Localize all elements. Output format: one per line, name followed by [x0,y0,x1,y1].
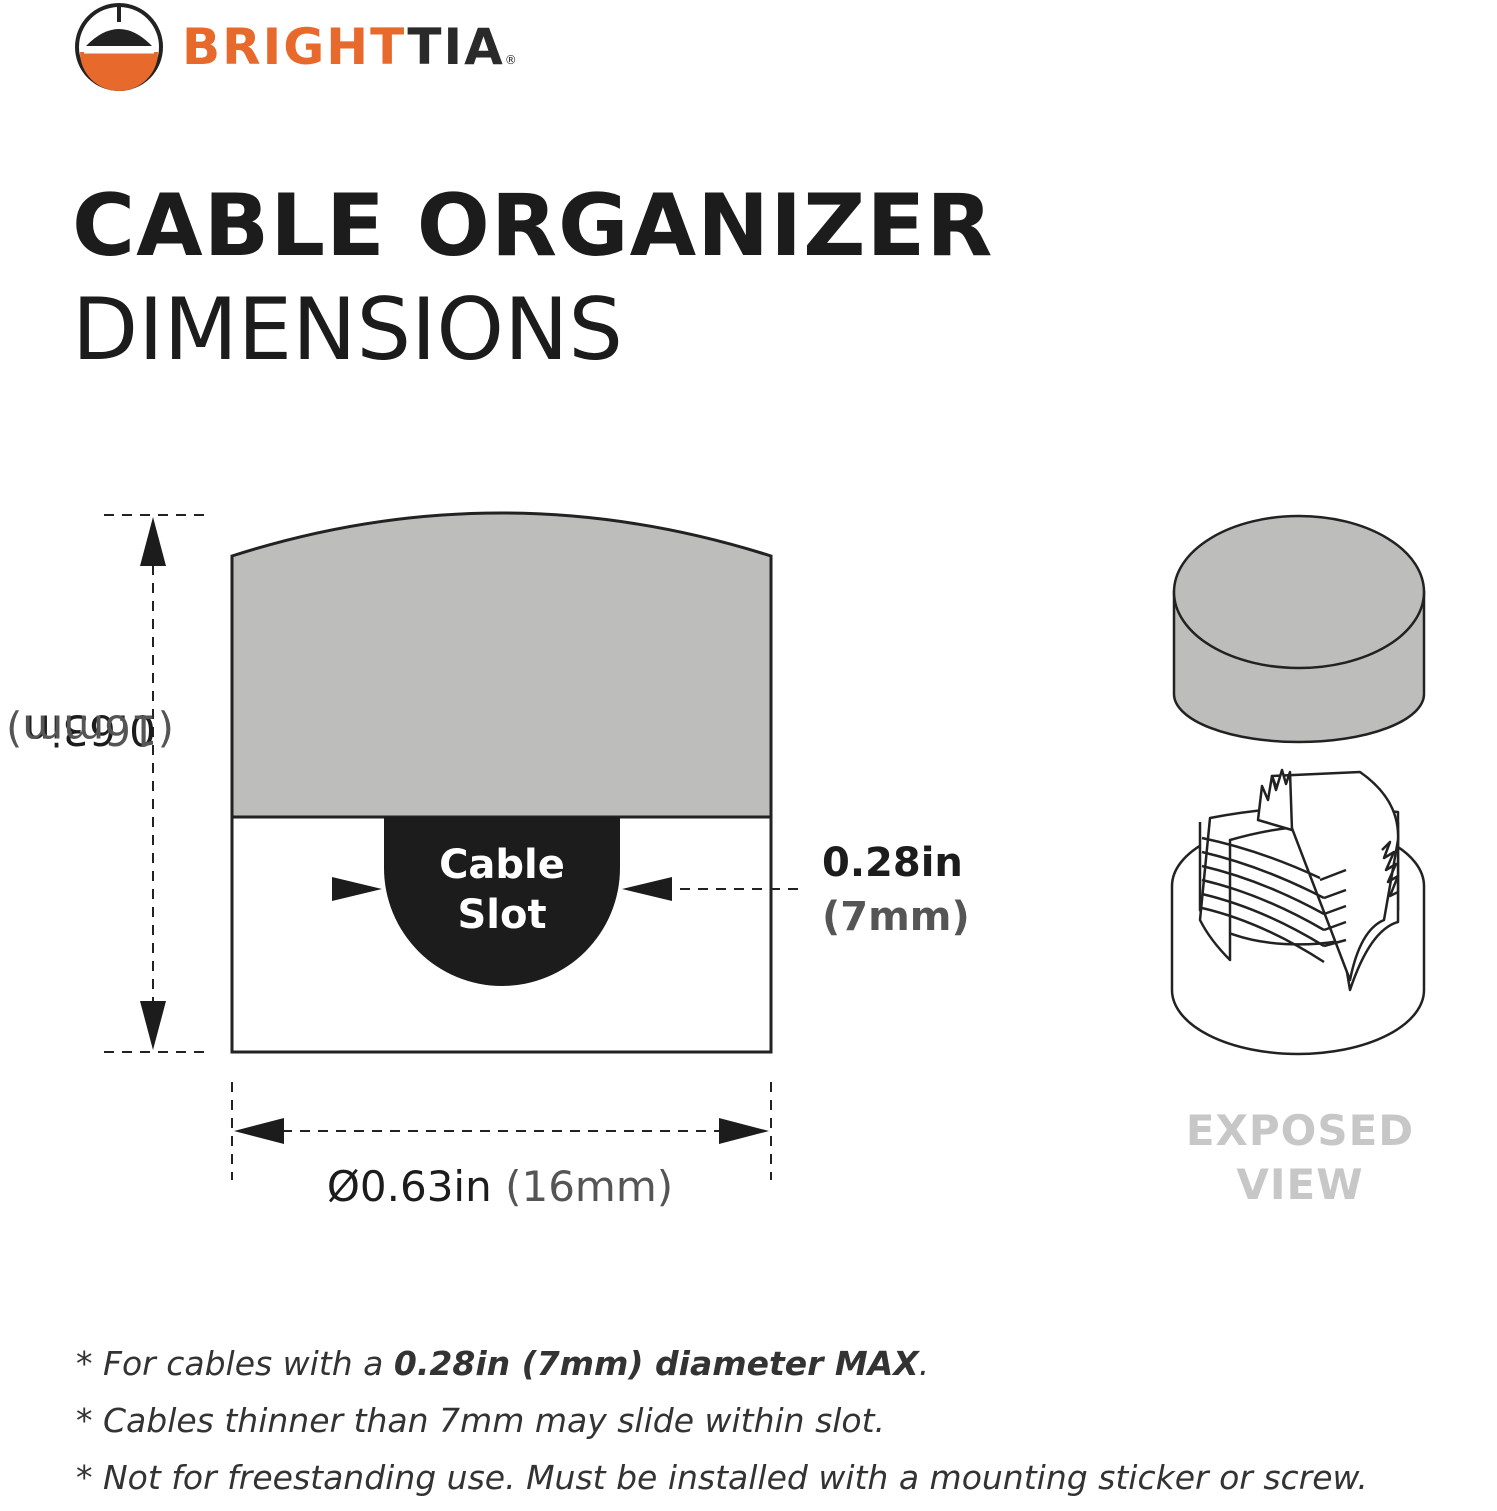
exposed-base [1170,768,1426,1056]
page-subtitle: DIMENSIONS [72,280,624,380]
slot-width-mm: (7mm) [822,894,970,940]
width-arrow-left [234,1118,284,1144]
footnotes: * For cables with a 0.28in (7mm) diamete… [76,1340,1476,1511]
exposed-cap [1172,514,1426,744]
slot-width-label: 0.28in (7mm) [822,836,970,944]
height-arrow-bottom [140,1001,166,1050]
exposed-line2: VIEW [1236,1160,1364,1209]
pendant-lamp-icon [75,3,163,91]
dimension-diagram [0,480,1497,1260]
brand-logo: BRIGHTTIA® [74,2,544,92]
note-suffix: . [918,1344,930,1383]
diagram-drawing [104,511,1426,1180]
registered-mark: ® [504,53,517,67]
note-prefix: * For cables with a [76,1344,394,1383]
slot-arrow-right [622,877,672,901]
exposed-view-label: EXPOSED VIEW [1150,1104,1450,1212]
slot-label-line2: Slot [457,892,547,938]
slot-label-line1: Cable [439,842,565,888]
cap-top-gray [230,511,773,819]
height-mm: (16mm) [5,705,175,755]
note-bold: 0.28in (7mm) diameter MAX [393,1344,919,1383]
width-arrow-right [719,1118,769,1144]
note-thin-cables: * Cables thinner than 7mm may slide with… [76,1401,886,1440]
diameter-mm: (16mm) [505,1162,674,1211]
diameter-label: Ø0.63in (16mm) [250,1162,750,1211]
height-arrow-top [140,517,166,566]
exposed-line1: EXPOSED [1185,1106,1415,1155]
cable-slot [384,817,620,986]
brand-name: BRIGHTTIA® [182,16,517,91]
note-mounting: * Not for freestanding use. Must be inst… [76,1458,1368,1497]
brand-name-part1: BRIGHT [182,18,408,76]
slot-arrow-left [332,877,382,901]
brand-name-part2: TIA [407,18,505,76]
cable-slot-label: Cable Slot [390,840,614,940]
page-title: CABLE ORGANIZER [72,176,994,276]
note-max-diameter: * For cables with a 0.28in (7mm) diamete… [76,1340,1476,1397]
slot-width-value: 0.28in [822,840,963,886]
diameter-value: Ø0.63in [326,1162,492,1211]
